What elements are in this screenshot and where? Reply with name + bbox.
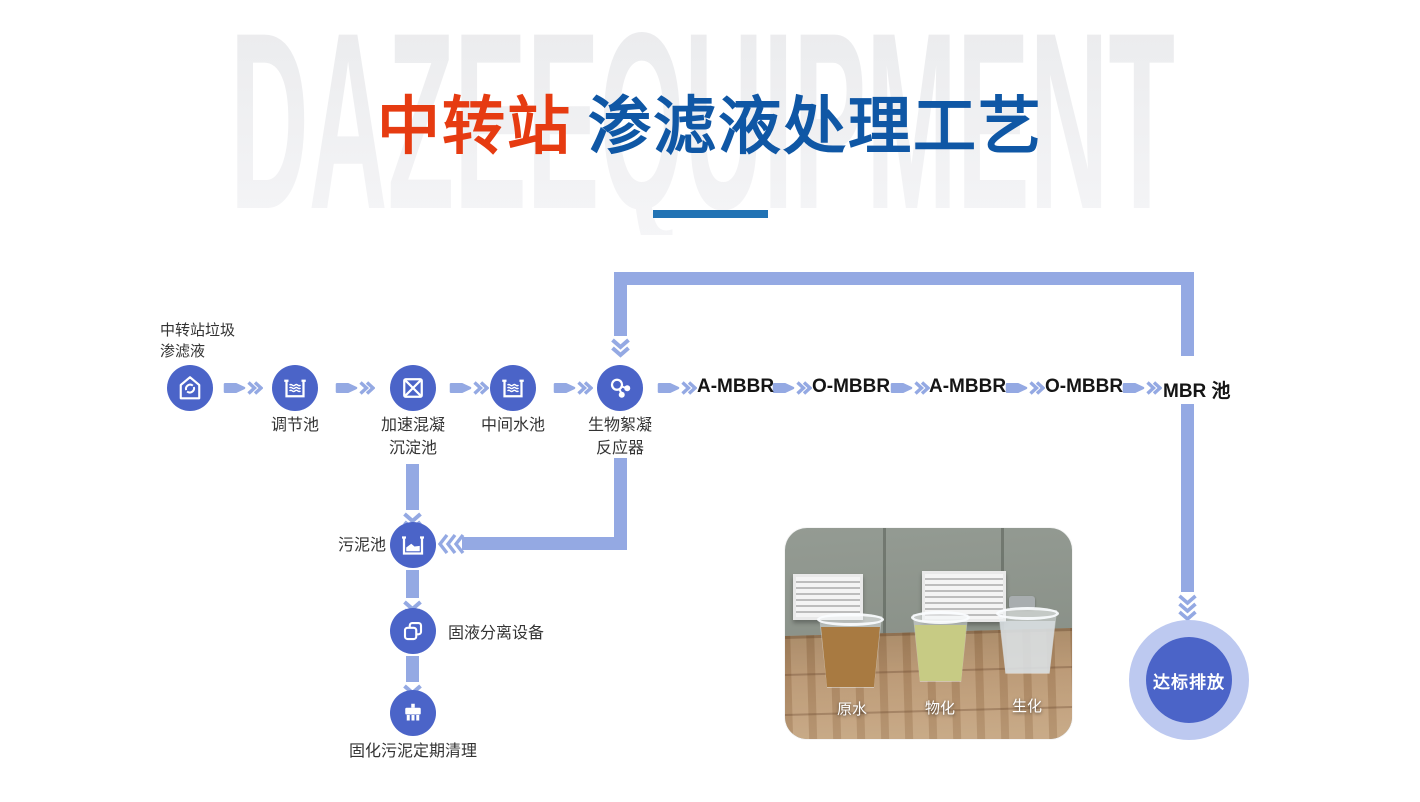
discharge-connector — [1181, 404, 1194, 592]
page-title: 中转站渗滤液处理工艺 — [0, 76, 1420, 167]
node-separator — [390, 608, 436, 654]
node-transfer-station — [167, 365, 213, 411]
wall-seam — [883, 528, 886, 646]
photo-label-biochemical: 生化 — [1012, 698, 1043, 715]
water-samples-photo: 原水 物化 生化 — [785, 528, 1072, 739]
cup-biochemical — [996, 607, 1059, 674]
sludge-tank-icon — [402, 536, 424, 555]
sludge-connector — [406, 570, 419, 598]
stage-o-mbbr-1: O-MBBR — [812, 376, 891, 397]
cup-physicochemical — [911, 611, 970, 682]
title-highlight: 中转站 — [377, 92, 572, 162]
flow-arrow-icon — [335, 381, 375, 395]
flow-arrow-icon — [223, 381, 263, 395]
molecule-icon — [610, 378, 631, 398]
node-intermediate-tank — [490, 365, 536, 411]
arrow-down-icon — [611, 338, 630, 358]
stage-a-mbbr-2: A-MBBR — [929, 376, 1007, 397]
flow-arrow-icon — [772, 381, 812, 395]
cup-raw-water — [817, 613, 884, 688]
flow-arrow-icon — [449, 381, 489, 395]
transfer-station-icon — [179, 376, 201, 400]
stage-mbr-pool: MBR 池 — [1163, 381, 1231, 402]
sludge-connector — [406, 464, 419, 510]
photo-label-raw: 原水 — [837, 701, 868, 718]
node-regulating-tank — [272, 365, 318, 411]
source-label: 中转站垃圾 渗滤液 — [160, 322, 236, 360]
coagulation-box-icon — [403, 378, 423, 398]
intermediate-tank-icon — [502, 379, 524, 398]
label-bio-reactor: 生物絮凝 反应器 — [587, 417, 652, 457]
raw-water-liquid — [821, 627, 880, 687]
title-rest: 渗滤液处理工艺 — [588, 92, 1043, 162]
label-regulating-tank: 调节池 — [270, 417, 319, 434]
node-coagulation-tank — [390, 365, 436, 411]
return-vertical-connector — [614, 458, 627, 550]
loop-right-connector — [1181, 272, 1194, 356]
flow-arrow-icon — [657, 381, 697, 395]
flow-arrow-icon — [1122, 381, 1162, 395]
discharge-node: 达标排放 — [1129, 620, 1249, 740]
solid-liquid-separator-icon — [403, 621, 423, 641]
label-separator: 固液分离设备 — [448, 625, 545, 642]
sludge-connector — [406, 656, 419, 682]
flow-arrow-icon — [1005, 381, 1045, 395]
physicochemical-liquid — [914, 625, 967, 681]
flow-arrow-icon — [553, 381, 593, 395]
arrow-left-icon — [437, 533, 465, 555]
label-coagulation-tank: 加速混凝 沉淀池 — [380, 417, 445, 457]
label-intermediate-tank: 中间水池 — [480, 417, 545, 434]
label-solidified-sludge: 固化污泥定期清理 — [348, 743, 477, 760]
biochemical-liquid — [999, 621, 1056, 673]
label-sludge-tank: 污泥池 — [337, 537, 386, 554]
return-horizontal-connector — [462, 537, 627, 550]
arrow-down-icon — [1178, 594, 1197, 622]
node-sludge-tank — [390, 522, 436, 568]
loop-top-connector — [614, 272, 1194, 285]
title-underline — [653, 210, 768, 218]
stage-o-mbbr-2: O-MBBR — [1045, 376, 1124, 397]
discharge-label: 达标排放 — [1146, 637, 1232, 723]
regulating-tank-icon — [284, 379, 306, 398]
photo-label-physicochemical: 物化 — [925, 700, 956, 717]
flow-arrow-icon — [890, 381, 930, 395]
node-bio-reactor — [597, 365, 643, 411]
node-solidified-sludge — [390, 690, 436, 736]
door-latch — [1009, 596, 1035, 609]
brush-icon — [405, 703, 421, 721]
loop-left-connector — [614, 272, 627, 336]
stage-a-mbbr-1: A-MBBR — [697, 376, 775, 397]
